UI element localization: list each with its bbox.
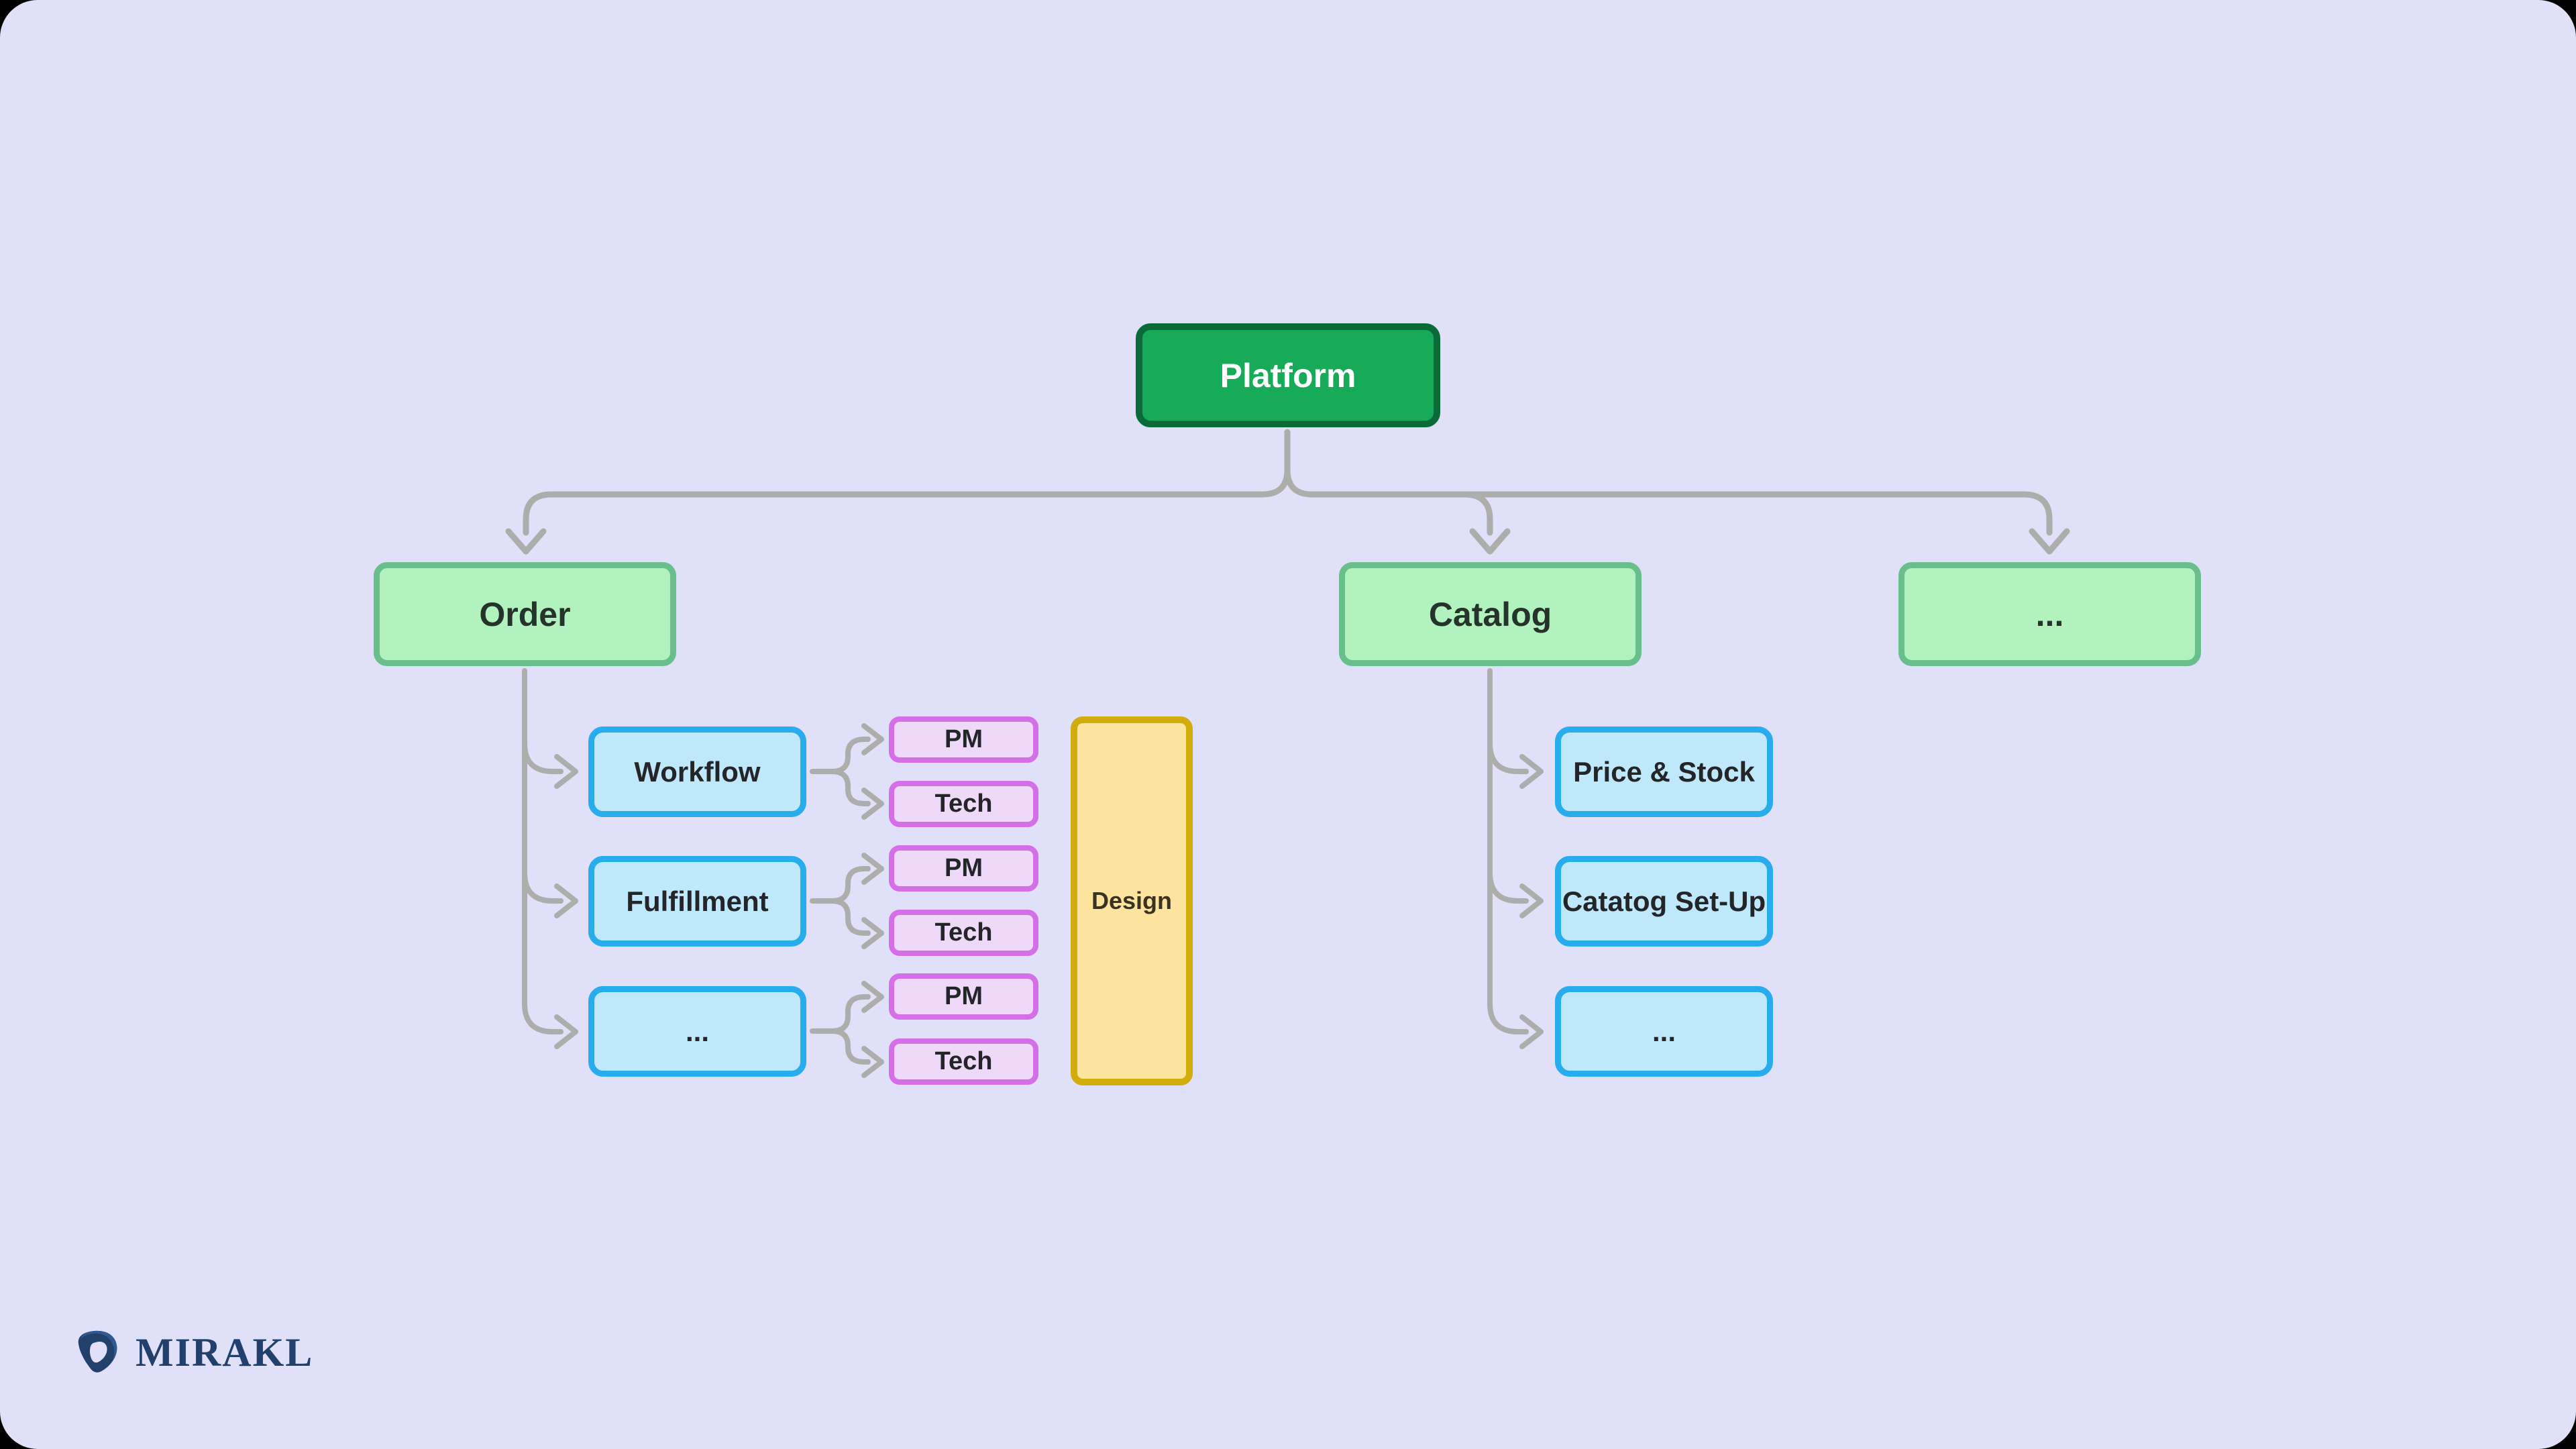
node-tech-3: Tech [889,1038,1038,1085]
mirakl-logo: MIRAKL [74,1328,313,1377]
node-order-more: ... [588,986,806,1077]
node-order: Order [374,562,676,666]
node-tech-2: Tech [889,910,1038,956]
node-catalog-setup: Catatog Set-Up [1555,856,1773,947]
node-level1-more: ... [1898,562,2201,666]
node-pm-3: PM [889,973,1038,1020]
node-tech-1: Tech [889,781,1038,827]
node-platform: Platform [1136,323,1440,427]
node-pm-1: PM [889,716,1038,763]
node-catalog: Catalog [1339,562,1642,666]
node-catalog-more: ... [1555,986,1773,1077]
mirakl-wordmark: MIRAKL [136,1330,314,1375]
node-price-stock: Price & Stock [1555,727,1773,817]
node-pm-2: PM [889,845,1038,892]
node-fulfillment: Fulfillment [588,856,806,947]
connector-pm-tech-brackets [810,723,884,1078]
connector-order-branches [522,668,578,1049]
mirakl-shield-icon [78,1330,117,1373]
node-workflow: Workflow [588,727,806,817]
connector-platform-branches [505,429,2070,555]
connector-catalog-branches [1487,668,1544,1049]
node-design: Design [1071,716,1193,1085]
